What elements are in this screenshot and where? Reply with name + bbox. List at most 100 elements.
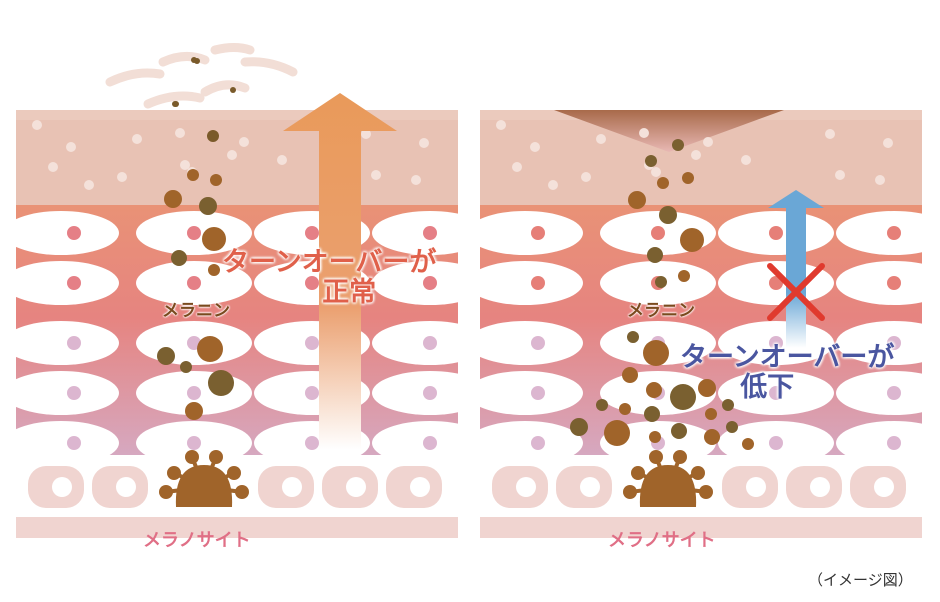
melanocyte-dendrite-tip [227,466,241,480]
melanin-granule [157,347,175,365]
corneum-dot [496,120,506,130]
cell-nucleus [423,436,437,450]
melanin-granule [208,370,234,396]
corneum-dot [596,134,606,144]
pigment-spot [554,110,784,152]
turnover-reduced-arrow-icon [768,190,824,348]
melanocyte-dendrite-tip [159,485,173,499]
melanin-granule [646,382,662,398]
cell-nucleus [887,276,901,290]
cell-nucleus [531,226,545,240]
melanin-granule [742,438,754,450]
shed-flakes [105,43,298,109]
corneum-dot [419,138,429,148]
epidermal-cell [467,261,583,305]
epidermal-cell [3,211,119,255]
cell-nucleus [531,336,545,350]
basal-cell-nucleus [516,477,536,497]
melanin-granule [622,367,638,383]
shed-melanin [230,87,236,93]
melanocyte-dendrite-tip [649,450,663,464]
corneum-dot [548,180,558,190]
melanin-granule [644,406,660,422]
corneum-dot [411,175,421,185]
cell-nucleus [67,436,81,450]
shed-flake [210,43,255,55]
melanin-granule [202,227,226,251]
melanin-granule [722,399,734,411]
melanin-granule [726,421,738,433]
melanin-granule [570,418,588,436]
corneum-dot [239,137,249,147]
cross-stroke [767,263,825,321]
melanocyte-dendrite-tip [185,450,199,464]
melanin-granule [678,270,690,282]
basal-cell-nucleus [116,477,136,497]
corneum-dot [84,180,94,190]
melanocyte-dendrite-tip [623,485,637,499]
shed-flake [143,91,205,109]
melanin-label-right: メラニン [627,301,695,321]
melanocyte-dendrite-tip [631,466,645,480]
basal-cell-nucleus [810,477,830,497]
melanin-granule [171,250,187,266]
cell-nucleus [67,226,81,240]
shed-flake [105,68,165,87]
corneum-dot [883,138,893,148]
cell-nucleus [531,386,545,400]
corneum-dot [132,134,142,144]
melanin-granule [645,155,657,167]
melanin-granule [207,130,219,142]
melanin-granule [655,276,667,288]
melanin-granule [619,403,631,415]
cell-nucleus [887,386,901,400]
cell-nucleus [67,336,81,350]
melanin-granule [659,206,677,224]
epidermal-cell [3,421,119,465]
cell-nucleus [531,276,545,290]
corneum-dot [277,155,287,165]
melanin-granule [208,264,220,276]
turnover-reduced-line2: 低下 [740,372,795,403]
basal-cell-nucleus [746,477,766,497]
cell-nucleus [305,386,319,400]
cell-nucleus [305,276,319,290]
turnover-normal-arrow-icon [283,93,397,450]
cell-nucleus [67,386,81,400]
corneum-dot [180,160,190,170]
basement-membrane [480,517,922,538]
corneum-dot [651,167,661,177]
basal-cell-nucleus [282,477,302,497]
turnover-normal-line1: ターンオーバーが [222,247,437,278]
cell-nucleus [769,436,783,450]
cell-nucleus [423,226,437,240]
melanin-granule [657,177,669,189]
turnover-normal-text: ターンオーバーが 正常 [222,248,436,308]
epidermal-cell [3,321,119,365]
cell-nucleus [423,276,437,290]
melanocyte-body [639,465,697,507]
cell-nucleus [423,336,437,350]
panel-normal [3,58,488,538]
basal-cell-nucleus [874,477,894,497]
melanin-granule [643,340,669,366]
melanin-label-left: メラニン [162,301,230,321]
cell-nucleus [769,386,783,400]
melanin-granule [680,228,704,252]
melanin-granule [173,101,179,107]
corneum-dot [530,142,540,152]
corneum-dot [48,162,58,172]
basement-membrane [16,517,458,538]
melanin-granule [628,191,646,209]
shed-flake [240,57,298,77]
cross-icon [767,263,825,321]
melanin-granule [670,384,696,410]
panel-reduced [467,110,940,538]
stratum-corneum [16,110,458,206]
melanin-granule [197,336,223,362]
melanin-granule [596,399,608,411]
corneum-dot [691,150,701,160]
melanocyte-dendrite-tip [209,450,223,464]
cell-nucleus [187,276,201,290]
